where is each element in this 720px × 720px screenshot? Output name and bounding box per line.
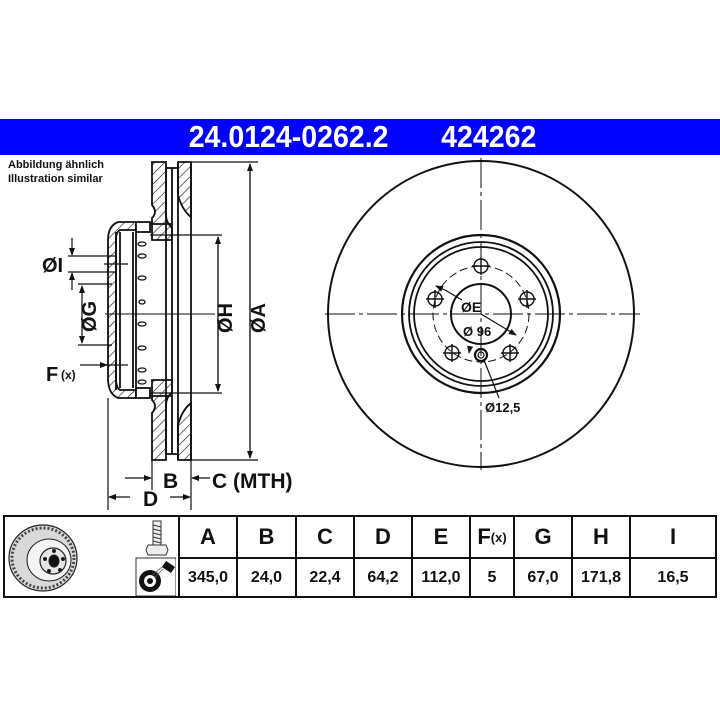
front-view-labels: ØE Ø 96 Ø12,5	[461, 299, 520, 415]
spec-col-B: B 24,0	[238, 517, 297, 596]
spec-col-H: H 171,8	[573, 517, 631, 596]
illustration-caption: Abbildung ähnlich Illustration similar	[8, 158, 104, 186]
label-H: ØH	[215, 303, 237, 333]
label-A: ØA	[248, 303, 270, 333]
spec-value-H: 171,8	[580, 568, 622, 586]
spec-col-G: G 67,0	[515, 517, 573, 596]
caption-german: Abbildung ähnlich	[8, 159, 104, 171]
spec-value-F: 5	[487, 568, 497, 586]
caption-english: Illustration similar	[8, 173, 103, 185]
spec-value-E: 112,0	[421, 568, 461, 586]
cleaning-spray-icon	[135, 557, 177, 597]
icon-cell	[5, 517, 180, 597]
title-bar: 24.0124-0262.2 424262	[0, 119, 720, 155]
spec-header-D: D	[355, 517, 411, 559]
spec-col-A: A 345,0	[180, 517, 238, 596]
label-hole: Ø12,5	[485, 400, 520, 415]
label-F-sub: (x)	[61, 368, 76, 382]
spec-header-F: F(x)	[471, 517, 513, 559]
label-pcd: Ø 96	[463, 324, 491, 339]
spec-header-H: H	[573, 517, 629, 559]
label-D: D	[143, 488, 158, 511]
side-dimension-labels: ØI ØG F (x) ØH ØA B C (MTH) D	[42, 255, 292, 511]
side-dimension-lines	[68, 161, 258, 510]
side-section-view	[105, 161, 215, 461]
spec-value-D: 64,2	[367, 568, 399, 586]
label-G: ØG	[79, 301, 101, 332]
spec-value-A: 345,0	[187, 568, 229, 586]
brake-disc-icon	[8, 524, 78, 592]
spec-col-E: E 112,0	[413, 517, 471, 596]
spec-header-A: A	[180, 517, 236, 559]
spec-header-I: I	[631, 517, 715, 559]
spec-col-I: I 16,5	[631, 517, 715, 596]
spec-col-C: C 22,4	[297, 517, 355, 596]
spec-value-C: 22,4	[309, 568, 341, 586]
spec-value-B: 24,0	[250, 568, 283, 586]
spec-header-B: B	[238, 517, 295, 559]
part-number: 24.0124-0262.2	[188, 119, 389, 154]
spec-table: A 345,0 B 24,0 C 22,4 D 64,2 E 112,0 F(x…	[3, 515, 717, 598]
spec-value-I: 16,5	[657, 568, 689, 586]
bolt-icon	[145, 520, 169, 556]
front-view	[325, 158, 640, 470]
spec-value-G: 67,0	[527, 568, 559, 586]
spec-header-C: C	[297, 517, 353, 559]
short-number: 424262	[441, 119, 537, 154]
spec-columns: A 345,0 B 24,0 C 22,4 D 64,2 E 112,0 F(x…	[180, 517, 715, 596]
label-B: B	[163, 470, 178, 493]
label-C: C (MTH)	[212, 470, 292, 493]
label-E: ØE	[461, 299, 481, 315]
spec-col-D: D 64,2	[355, 517, 413, 596]
spec-header-E: E	[413, 517, 469, 559]
label-F: F	[46, 364, 58, 386]
spec-header-G: G	[515, 517, 571, 559]
label-I: ØI	[42, 255, 63, 277]
spec-col-F: F(x) 5	[471, 517, 515, 596]
